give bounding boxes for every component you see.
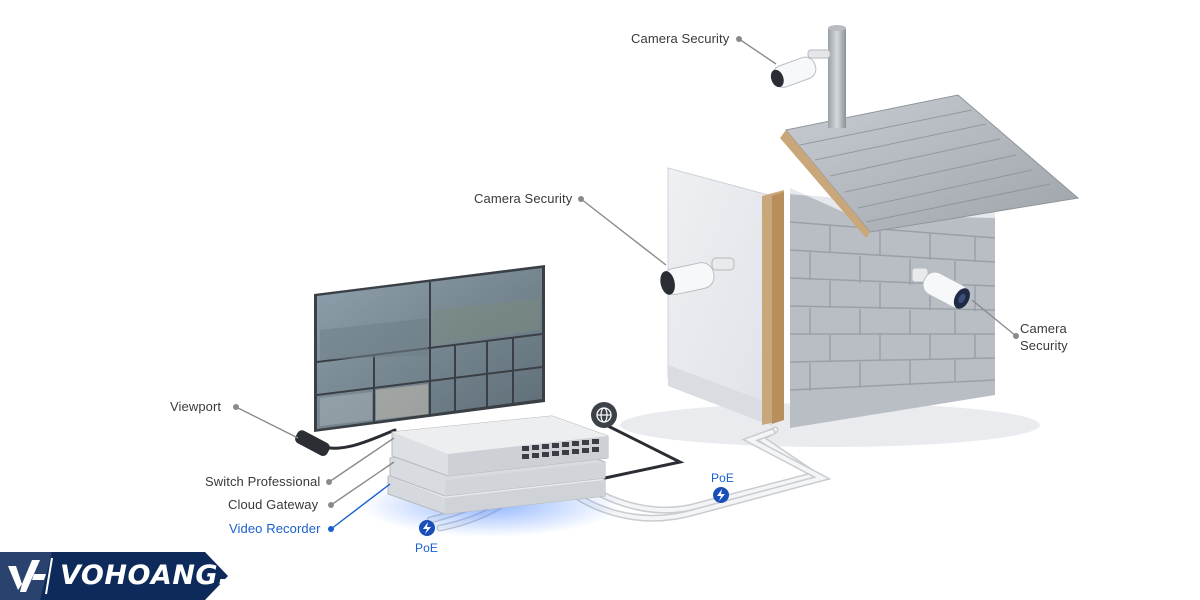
brand-mark-icon (8, 560, 46, 592)
label-poe-left: PoE (415, 541, 438, 555)
roof-shingles (799, 109, 1051, 223)
leader-dot-switch (326, 479, 332, 485)
label-cloud-gateway: Cloud Gateway (228, 497, 319, 512)
leader-lines (235, 38, 1017, 530)
monitor (314, 265, 545, 432)
label-video-recorder: Video Recorder (229, 521, 321, 536)
ground-shadow (620, 403, 1040, 447)
camera-feed-grid (316, 282, 543, 422)
house-brick-wall (790, 194, 995, 428)
globe-icon (591, 402, 617, 428)
label-camera-top: Camera Security (631, 31, 730, 46)
label-camera-mid: Camera Security (474, 191, 573, 206)
leader-dot-camera-mid (578, 196, 584, 202)
label-camera-right-line2: Security (1020, 338, 1068, 353)
camera-right-icon (911, 267, 970, 309)
poe-bolt-icon-left (419, 520, 435, 536)
viewport-device (295, 430, 330, 456)
label-poe-right: PoE (711, 471, 734, 485)
switch-ports (522, 439, 599, 459)
poe-bolt-icon-right (713, 487, 729, 503)
house (667, 94, 1080, 428)
label-switch-professional: Switch Professional (205, 474, 321, 489)
label-viewport: Viewport (170, 399, 222, 414)
brand-logo (0, 552, 228, 600)
camera-top-icon (770, 49, 831, 88)
leader-dot-camera-top (736, 36, 742, 42)
leader-dot-camera-right (1013, 333, 1019, 339)
brand-logo-text: VOHOANG.vn (60, 560, 267, 591)
camera-mid-icon (660, 257, 735, 295)
network-stack (387, 415, 609, 515)
leader-dot-recorder (328, 526, 334, 532)
brick-pattern (789, 221, 996, 391)
label-camera-right-line1: Camera (1020, 321, 1067, 336)
leader-dot-gateway (328, 502, 334, 508)
pole (828, 25, 846, 128)
leader-dot-viewport (233, 404, 239, 410)
